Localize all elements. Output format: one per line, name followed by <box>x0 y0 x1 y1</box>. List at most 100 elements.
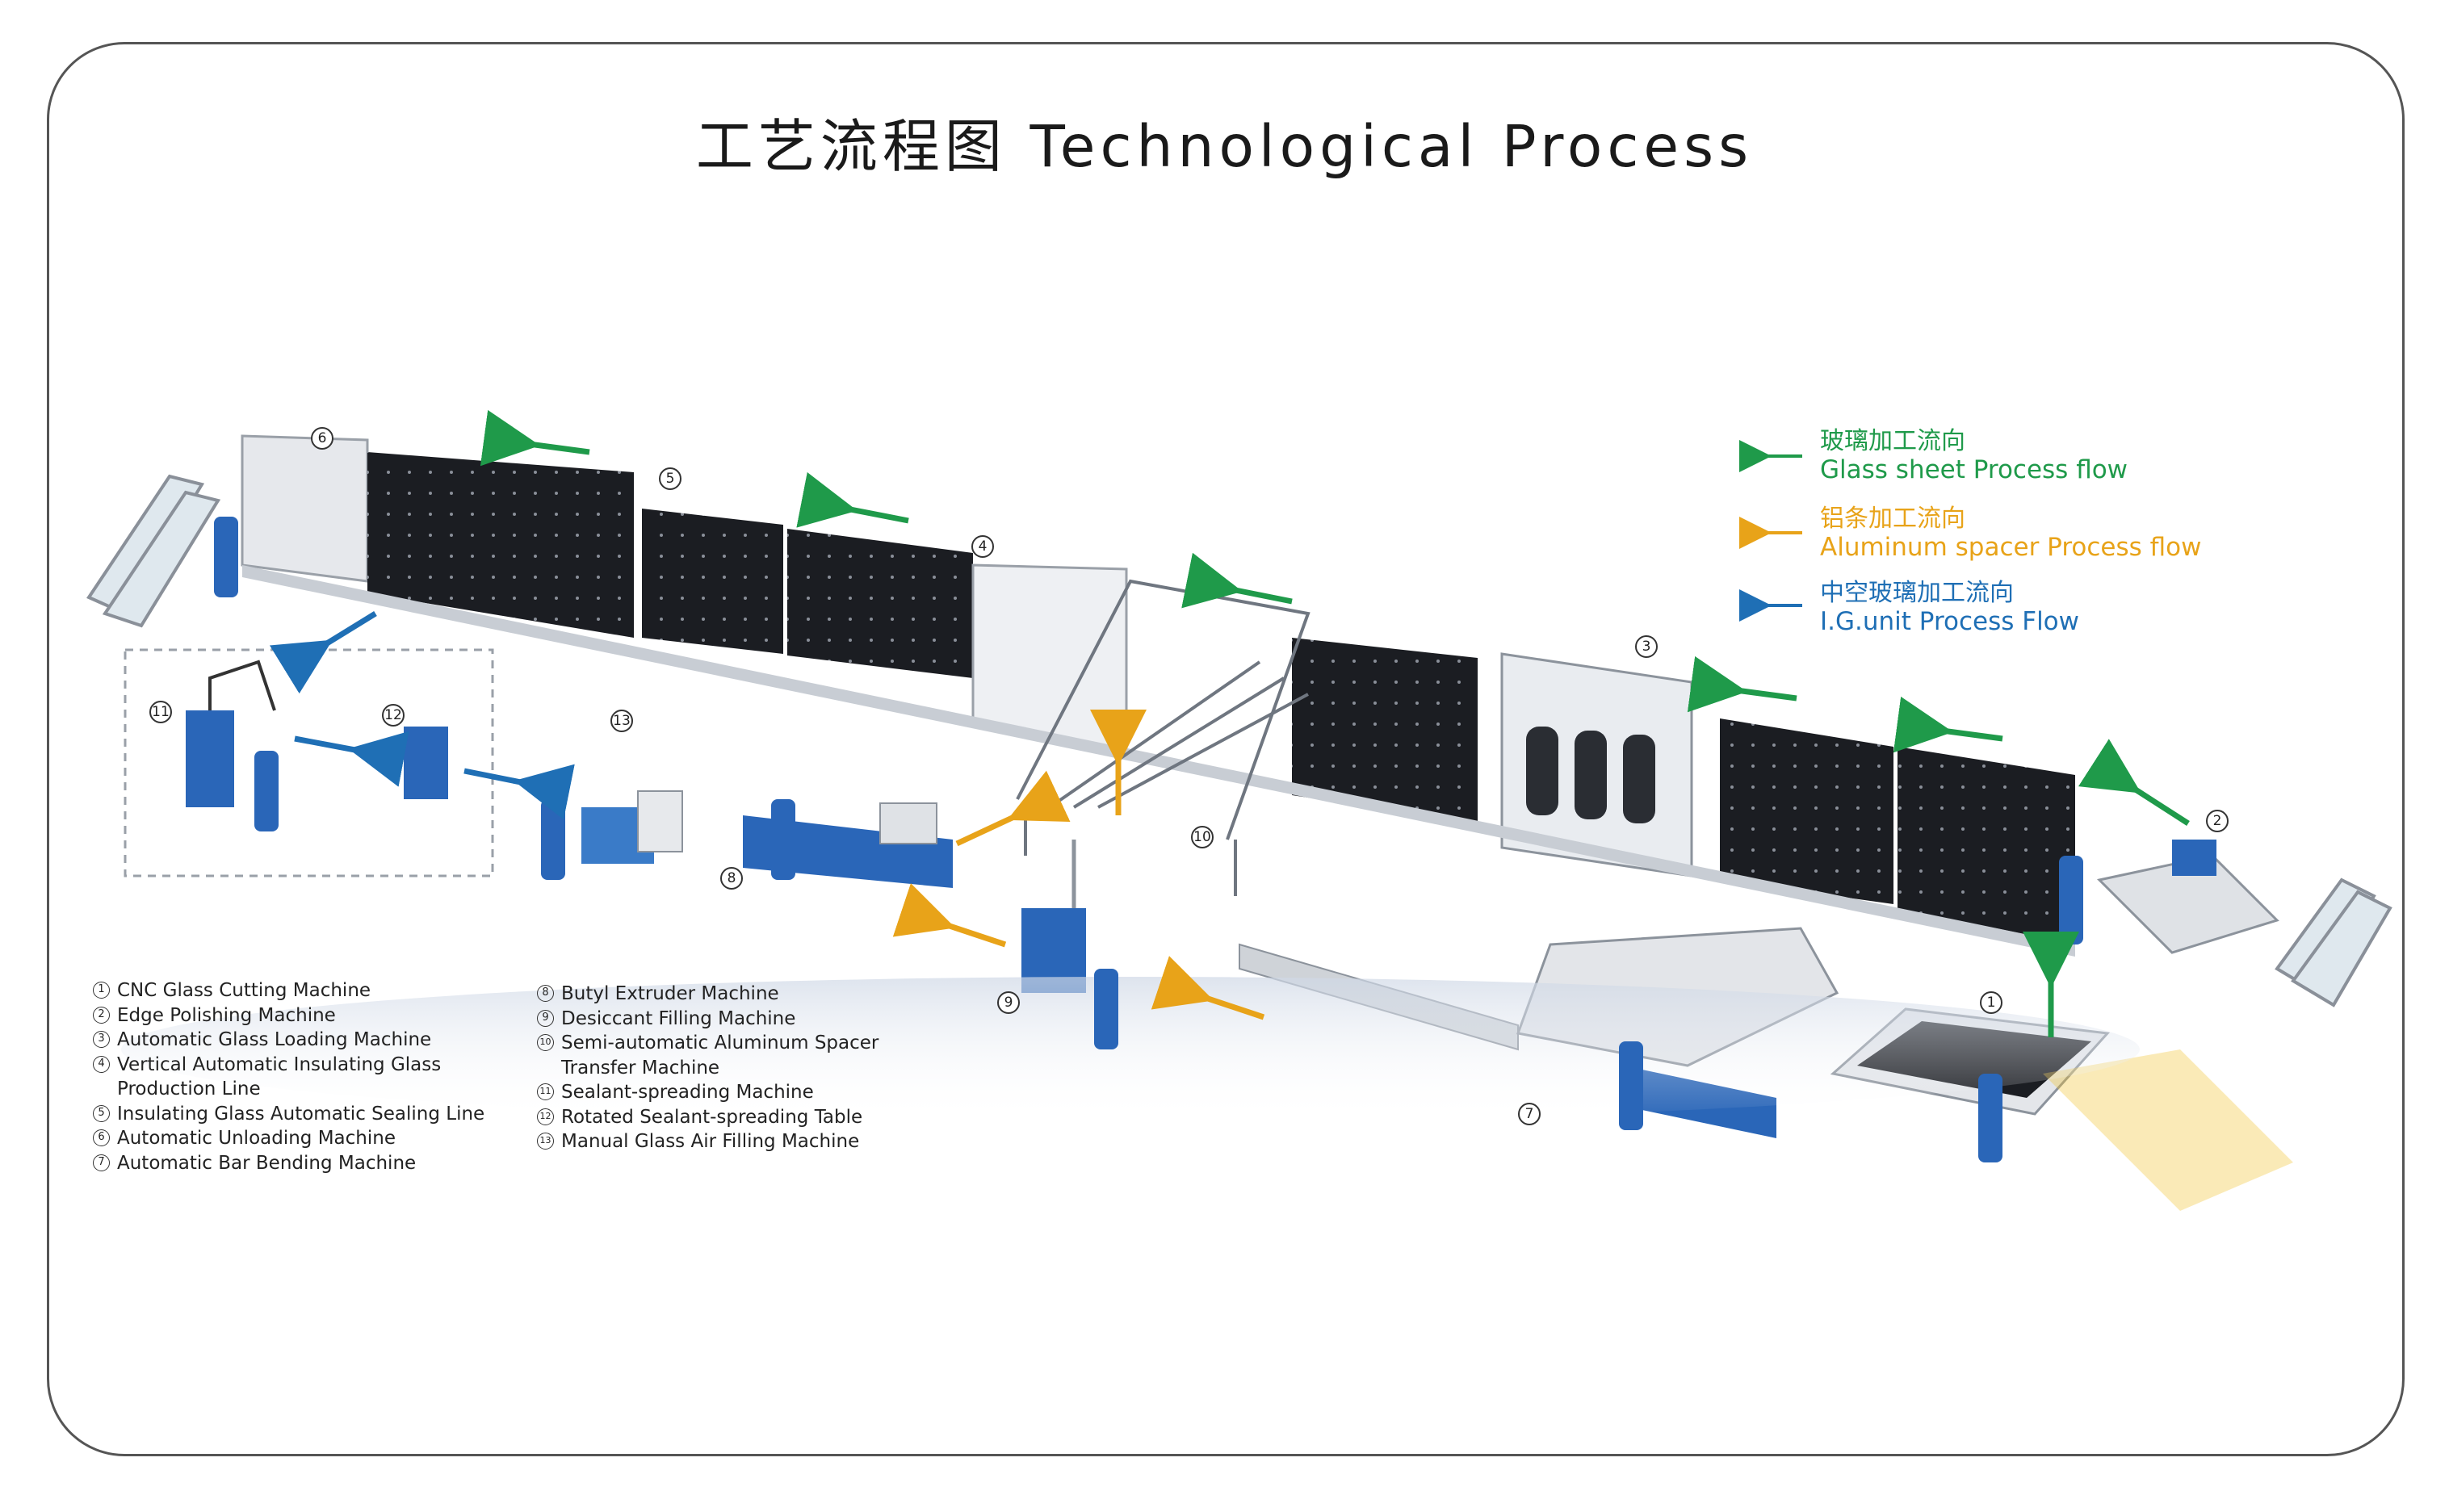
machine-item-1: 1 CNC Glass Cutting Machine <box>93 978 484 1003</box>
spacer-transfer-rack <box>1016 579 1310 896</box>
legend-glass-flow: 玻璃加工流向 Glass sheet Process flow <box>1820 427 2128 485</box>
machine-label-9: Desiccant Filling Machine <box>561 1007 796 1029</box>
worker-cutting <box>1978 1074 2002 1162</box>
worker-butyl <box>771 799 795 880</box>
machine-list-right: 8 Butyl Extruder Machine 9 Desiccant Fil… <box>537 982 879 1154</box>
worker-sealant <box>254 751 279 831</box>
manual-air-filling-machine <box>581 790 683 864</box>
machine-item-7: 7 Automatic Bar Bending Machine <box>93 1151 484 1176</box>
machine-num-7: 7 <box>93 1154 110 1171</box>
glass-arrow-4 <box>1687 655 1797 713</box>
loading-panel-1 <box>1292 638 1478 823</box>
workers <box>214 517 2083 1162</box>
machine-label-8: Butyl Extruder Machine <box>561 983 779 1004</box>
ig-arrow-2 <box>294 731 409 787</box>
machine-item-10: 10 Semi-automatic Aluminum Spacer <box>537 1031 879 1056</box>
unloading-section <box>241 434 369 583</box>
machine-label-2: Edge Polishing Machine <box>117 1004 336 1026</box>
machine-label-7: Automatic Bar Bending Machine <box>117 1152 417 1174</box>
main-production-line <box>241 434 2075 957</box>
rotated-sealant-table <box>404 727 448 799</box>
machine-item-9: 9 Desiccant Filling Machine <box>537 1007 879 1032</box>
glass-arrow-2 <box>2078 739 2190 826</box>
legend-glass-en: Glass sheet Process flow <box>1820 455 2128 484</box>
glass-arrow-3 <box>1893 696 2003 753</box>
machine-num-6: 6 <box>93 1129 110 1146</box>
machine-list-left: 1 CNC Glass Cutting Machine 2 Edge Polis… <box>93 978 484 1175</box>
badge-3: 3 <box>1635 635 1658 658</box>
glass-arrow-5 <box>1181 552 1293 609</box>
badge-1: 1 <box>1980 991 2002 1014</box>
sealing-panel-1 <box>367 452 634 638</box>
machine-num-3: 3 <box>93 1031 110 1048</box>
machine-item-3: 3 Automatic Glass Loading Machine <box>93 1028 484 1053</box>
sealing-panel-3 <box>787 529 973 678</box>
machine-num-11: 11 <box>537 1083 554 1100</box>
machine-label-4: Vertical Automatic Insulating Glass <box>117 1053 442 1075</box>
badge-10: 10 <box>1191 826 1214 848</box>
machine-item-4: 4 Vertical Automatic Insulating Glass <box>93 1053 484 1078</box>
glass-arrow-7 <box>480 409 590 467</box>
machine-label-6: Automatic Unloading Machine <box>117 1128 396 1149</box>
edge-section-panel <box>1898 747 2075 944</box>
machine-num-12: 12 <box>537 1108 554 1125</box>
legend-spacer-flow: 铝条加工流向 Aluminum spacer Process flow <box>1820 505 2202 563</box>
machine-num-10: 10 <box>537 1034 554 1051</box>
washing-window-2 <box>1575 731 1607 819</box>
worker-unloading <box>214 517 238 597</box>
ig-arrow-1 <box>269 611 377 694</box>
legend-spacer-zh: 铝条加工流向 <box>1820 505 1965 533</box>
machine-item-11: 11 Sealant-spreading Machine <box>537 1080 879 1105</box>
legend-glass-zh: 玻璃加工流向 <box>1820 427 1965 455</box>
line-base-rail <box>242 565 2075 957</box>
badge-7: 7 <box>1518 1103 1541 1125</box>
worker-polishing <box>2059 856 2083 944</box>
legend-spacer-en: Aluminum spacer Process flow <box>1820 533 2202 562</box>
desiccant-filling-machine <box>1021 840 1086 993</box>
machine-label-13: Manual Glass Air Filling Machine <box>561 1131 860 1152</box>
machine-item-6: 6 Automatic Unloading Machine <box>93 1126 484 1151</box>
washing-window-1 <box>1526 727 1558 815</box>
ig-flow-arrows <box>269 611 575 820</box>
spacer-flow-arrows <box>892 710 1265 1020</box>
badge-13: 13 <box>610 710 633 732</box>
machine-label-10: Semi-automatic Aluminum Spacer <box>561 1032 879 1053</box>
spacer-arrow-3 <box>955 770 1071 847</box>
badge-5: 5 <box>659 467 681 490</box>
legend-arrows <box>1739 440 1802 622</box>
raw-glass-rack <box>2275 877 2392 1007</box>
badge-9: 9 <box>997 991 1020 1014</box>
machine-item-12: 12 Rotated Sealant-spreading Table <box>537 1105 879 1130</box>
machine-label-10-cont: Transfer Machine <box>561 1057 720 1079</box>
machine-num-9: 9 <box>537 1009 554 1027</box>
sealant-spreading-machine <box>186 660 276 807</box>
machine-item-13: 13 Manual Glass Air Filling Machine <box>537 1129 879 1154</box>
machine-item-2: 2 Edge Polishing Machine <box>93 1003 484 1028</box>
loading-panel-2 <box>1720 718 1893 904</box>
badge-4: 4 <box>971 535 994 558</box>
worker-bending <box>1619 1041 1643 1130</box>
badge-8: 8 <box>720 867 743 890</box>
machine-num-2: 2 <box>93 1006 110 1024</box>
edge-polishing-machine <box>2096 840 2279 954</box>
badge-11: 11 <box>149 701 172 723</box>
badge-2: 2 <box>2206 810 2229 832</box>
machine-label-12: Rotated Sealant-spreading Table <box>561 1106 863 1128</box>
spacer-arrow-1 <box>1151 956 1265 1020</box>
machine-num-8: 8 <box>537 985 554 1002</box>
badge-12: 12 <box>382 704 405 727</box>
glass-flow-arrows <box>480 409 2190 1037</box>
worker-desiccant <box>1094 969 1118 1049</box>
sealant-station-outline <box>124 648 494 877</box>
worker-air-filling <box>541 799 565 880</box>
legend-ig-zh: 中空玻璃加工流向 <box>1820 579 2014 607</box>
glass-arrow-6 <box>796 471 909 528</box>
spacer-arrow-2 <box>892 883 1007 948</box>
washing-window-3 <box>1623 735 1655 823</box>
machine-num-4: 4 <box>93 1055 110 1073</box>
badge-6: 6 <box>311 427 333 450</box>
machine-label-11: Sealant-spreading Machine <box>561 1082 814 1103</box>
machine-label-4-cont: Production Line <box>117 1079 261 1099</box>
page-title: 工艺流程图 Technological Process <box>695 113 1754 180</box>
machine-label-5: Insulating Glass Automatic Sealing Line <box>117 1103 485 1125</box>
